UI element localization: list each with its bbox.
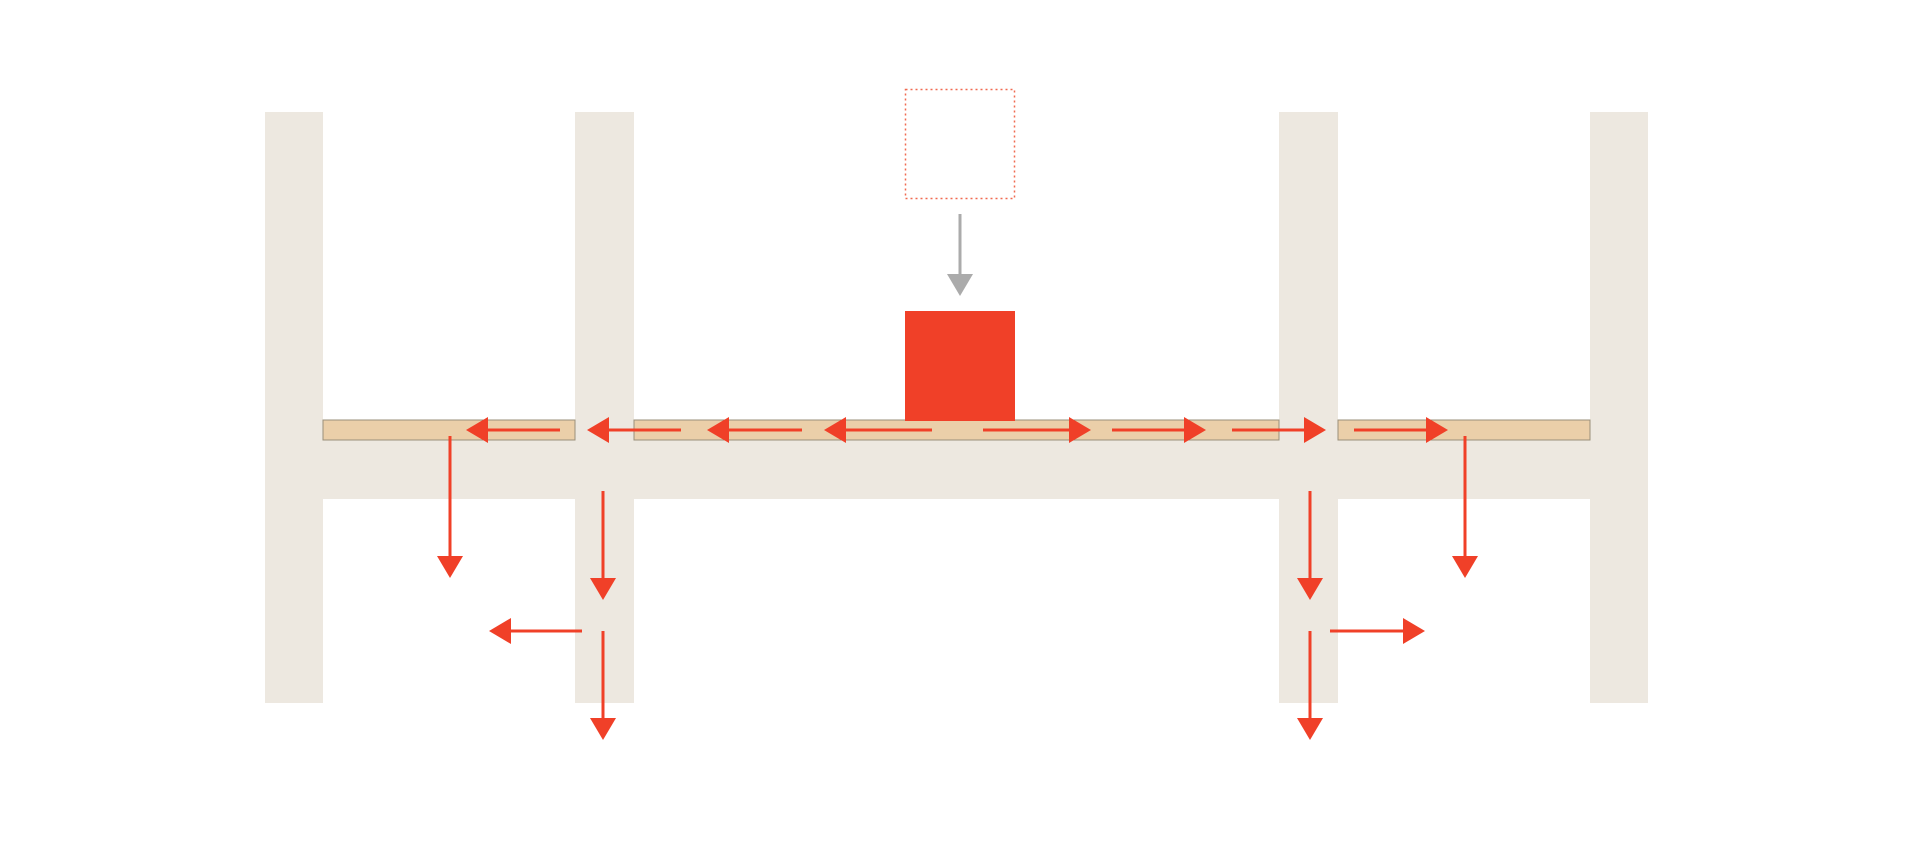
gray-arrow-icon: [947, 214, 973, 296]
red-arrow-icon-3: [707, 417, 802, 443]
red-arrow-icon-16: [1297, 631, 1323, 740]
red-arrow-icon-11: [1297, 491, 1323, 600]
column-inner-left: [575, 112, 634, 703]
red-arrow-icon-8: [1354, 417, 1448, 443]
floor-beam: [323, 440, 1590, 499]
red-arrow-icon-6: [1112, 417, 1206, 443]
red-arrow-icon-5: [983, 417, 1091, 443]
red-arrow-icon-13: [489, 618, 582, 644]
red-arrow-icon-2: [587, 417, 681, 443]
column-outer-right: [1590, 112, 1648, 703]
column-outer-left: [265, 112, 323, 703]
red-arrow-icon-10: [590, 491, 616, 600]
red-arrow-icon-14: [1330, 618, 1425, 644]
red-arrow-icon-1: [466, 417, 560, 443]
load-ghost-outline: [904, 88, 1016, 200]
red-arrow-icon-4: [824, 417, 932, 443]
red-arrows-group: [437, 417, 1478, 740]
red-arrow-icon-7: [1232, 417, 1326, 443]
red-arrow-icon-9: [437, 436, 463, 578]
red-arrow-icon-15: [590, 631, 616, 740]
column-inner-right: [1279, 112, 1338, 703]
red-arrow-icon-12: [1452, 436, 1478, 578]
applied-load-block: [905, 311, 1015, 421]
